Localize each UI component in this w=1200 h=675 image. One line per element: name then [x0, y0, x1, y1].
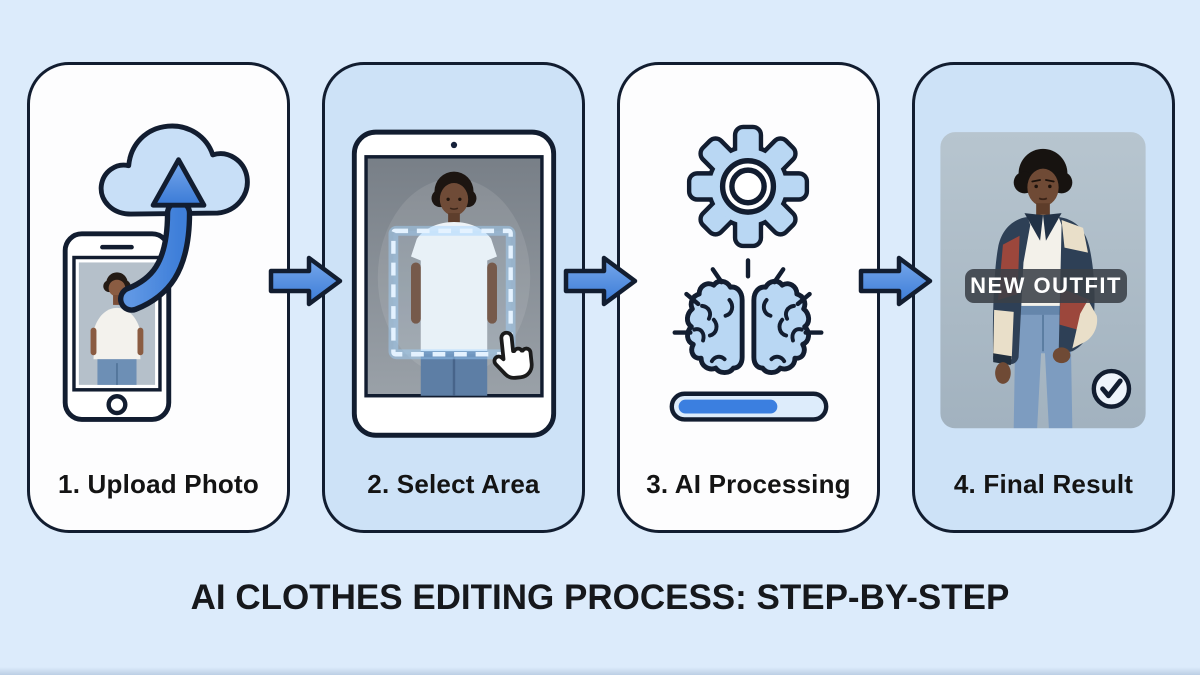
step-card-4-final-result: NEW OUTFIT 4. Final Result — [912, 62, 1175, 533]
step-label-2: 2. Select Area — [367, 469, 540, 499]
step-label-4: 4. Final Result — [953, 469, 1134, 499]
step-label-3: 3. AI Processing — [646, 469, 851, 499]
step-card-1-upload-photo: 1. Upload Photo — [27, 62, 290, 533]
step-label-1: 1. Upload Photo — [58, 469, 259, 499]
select-area-illustration — [351, 129, 557, 438]
arrow-right-icon — [563, 255, 638, 307]
arrow-right-icon — [858, 255, 933, 307]
step-card-2-select-area: 2. Select Area — [322, 62, 585, 533]
ai-processing-illustration — [669, 65, 829, 422]
step-card-3-ai-processing: 3. AI Processing — [617, 62, 880, 533]
photo-person — [90, 272, 144, 385]
progress-bar — [669, 391, 829, 422]
screen-person — [377, 171, 531, 396]
new-outfit-badge: NEW OUTFIT — [965, 269, 1127, 303]
gear-icon — [691, 129, 804, 244]
bottom-edge-shade — [0, 667, 1200, 675]
selection-box — [388, 225, 516, 360]
page-title: AI CLOTHES EDITING PROCESS: STEP-BY-STEP — [190, 578, 1010, 617]
spark-dashes — [672, 258, 824, 335]
hand-cursor-icon — [492, 330, 534, 380]
checkmark-icon — [1091, 368, 1132, 409]
arrow-right-icon — [268, 255, 343, 307]
upload-illustration — [62, 123, 250, 422]
result-person — [992, 148, 1098, 429]
upload-arrow-icon — [117, 157, 207, 313]
brain-icon — [672, 258, 824, 372]
smartphone-icon — [62, 231, 172, 422]
